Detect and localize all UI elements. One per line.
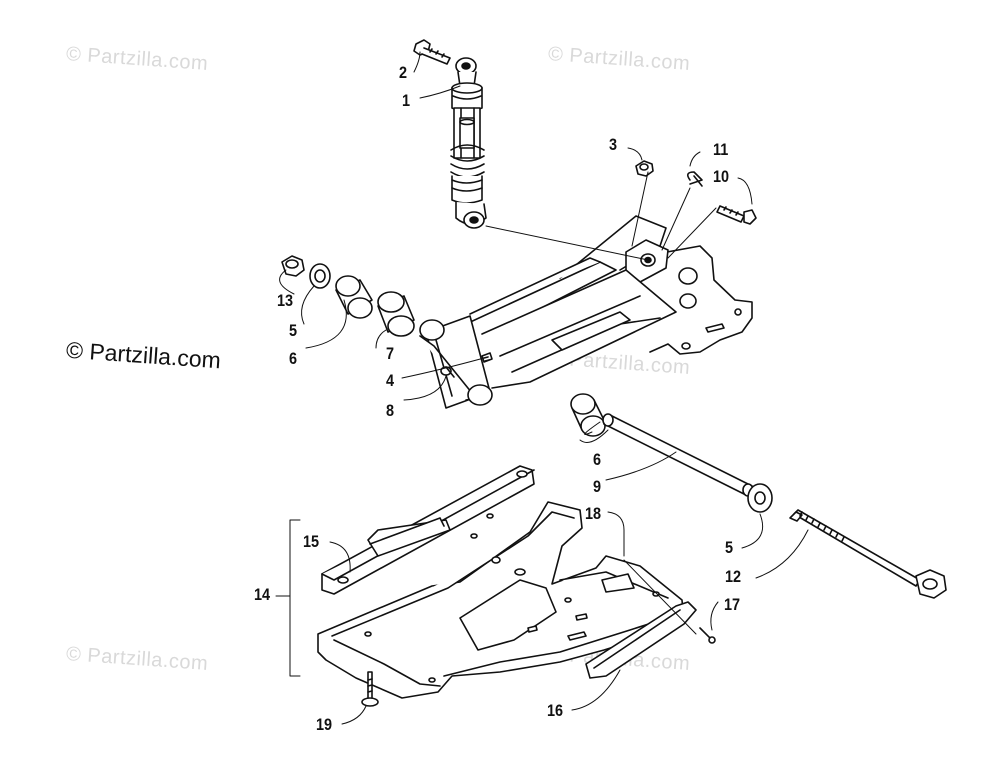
part-bushing-6b	[570, 393, 606, 437]
callout-16: 16	[547, 701, 564, 720]
leader-lines	[275, 51, 809, 725]
part-nut-13	[281, 255, 305, 277]
callout-3: 3	[609, 135, 618, 154]
part-washer-5b	[747, 483, 773, 513]
part-skid-plate	[317, 465, 697, 699]
part-clip-11	[686, 171, 703, 187]
callout-12: 12	[725, 567, 742, 586]
callout-10: 10	[713, 167, 730, 186]
callout-11: 11	[713, 140, 729, 159]
callout-17: 17	[724, 595, 741, 614]
callout-5: 5	[289, 321, 298, 340]
callout-9: 9	[593, 477, 602, 496]
callout-18: 18	[585, 504, 602, 523]
callout-4: 4	[386, 371, 395, 390]
part-shock-absorber	[413, 39, 487, 229]
callout-14: 14	[254, 585, 271, 604]
callout-6: 6	[289, 349, 298, 368]
part-bolt-2	[413, 39, 451, 65]
part-washer-5	[309, 263, 331, 289]
part-screw-19	[361, 671, 379, 707]
part-bolt-12	[789, 509, 947, 599]
part-swing-arm	[465, 215, 753, 389]
callout-19: 19	[316, 715, 333, 734]
callout-6b: 6	[593, 450, 602, 469]
part-bushing-6	[335, 275, 373, 319]
part-spacer-7	[377, 291, 415, 337]
callout-2: 2	[399, 63, 408, 82]
callout-7: 7	[386, 344, 395, 363]
part-bolt-10	[716, 205, 757, 225]
part-rivet-17	[699, 627, 716, 644]
callout-8: 8	[386, 401, 395, 420]
part-nut-3	[635, 160, 654, 177]
part-axle-9	[602, 413, 754, 497]
callout-1: 1	[402, 91, 411, 110]
callout-15: 15	[303, 532, 320, 551]
callout-5b: 5	[725, 538, 734, 557]
callout-13: 13	[277, 291, 294, 310]
